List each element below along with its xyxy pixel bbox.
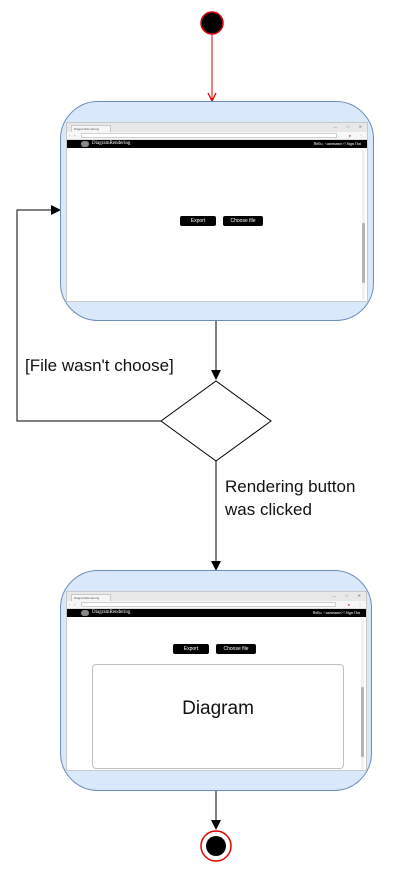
guard-label: [File wasn't choose] [25,356,174,375]
close-icon[interactable]: ✕ [358,124,362,129]
app-brand[interactable]: DiagramRendering [92,141,131,146]
url-input[interactable] [81,133,337,138]
browser-tab[interactable]: DiagramRendering [71,594,111,601]
forward-icon[interactable]: › [74,133,76,138]
minimize-icon[interactable]: — [332,593,336,598]
scrollbar-thumb[interactable] [362,223,365,283]
final-node-core [206,836,226,856]
user-menu[interactable]: Hello, <username>! Sign Out [313,141,361,146]
browser-tab[interactable]: DiagramRendering [71,125,111,132]
scrollbar-thumb[interactable] [361,687,364,757]
address-bar: ‹ › ● ⋮ [67,132,367,140]
export-button[interactable]: Export [173,644,209,654]
initial-node [200,11,224,35]
maximize-icon[interactable]: □ [345,593,348,598]
extension-icon[interactable]: ● [347,602,350,607]
choose-file-button[interactable]: Choose file [216,644,256,654]
loop-back-transition [16,205,161,422]
state-file-selection: DiagramRendering — □ ✕ ‹ › ● ⋮ DiagramRe… [60,101,374,321]
user-menu[interactable]: Hello, <username>! Sign Out [312,610,360,615]
logo-icon [81,610,89,616]
back-icon[interactable]: ‹ [69,133,71,138]
menu-icon[interactable]: ⋮ [359,133,363,138]
choose-file-button[interactable]: Choose file [223,216,263,226]
diagram-preview: Diagram [92,664,344,769]
close-icon[interactable]: ✕ [357,593,361,598]
extension-icon[interactable]: ● [348,133,351,138]
url-input[interactable] [81,602,336,607]
browser-window: DiagramRendering — □ ✕ ‹ › ● ⋮ DiagramRe… [66,591,367,771]
state-diagram-rendered: DiagramRendering — □ ✕ ‹ › ● ⋮ DiagramRe… [60,570,372,791]
back-icon[interactable]: ‹ [69,602,71,607]
browser-window: DiagramRendering — □ ✕ ‹ › ● ⋮ DiagramRe… [66,122,368,302]
logo-icon [81,141,89,147]
app-header: DiagramRendering Hello, <username>! Sign… [67,140,367,148]
minimize-icon[interactable]: — [333,124,337,129]
render-transition-label-line2: was clicked [225,500,312,519]
address-bar: ‹ › ● ⋮ [67,601,366,609]
app-brand[interactable]: DiagramRendering [92,610,131,615]
browser-titlebar: DiagramRendering — □ ✕ [67,592,366,601]
menu-icon[interactable]: ⋮ [358,602,362,607]
diagram-preview-label: Diagram [182,698,254,719]
app-header: DiagramRendering Hello, <username>! Sign… [67,609,366,617]
export-button[interactable]: Export [180,216,216,226]
decision-node [160,380,272,462]
forward-icon[interactable]: › [74,602,76,607]
render-transition-label-line1: Rendering button [225,477,356,496]
maximize-icon[interactable]: □ [346,124,349,129]
browser-titlebar: DiagramRendering — □ ✕ [67,123,367,132]
